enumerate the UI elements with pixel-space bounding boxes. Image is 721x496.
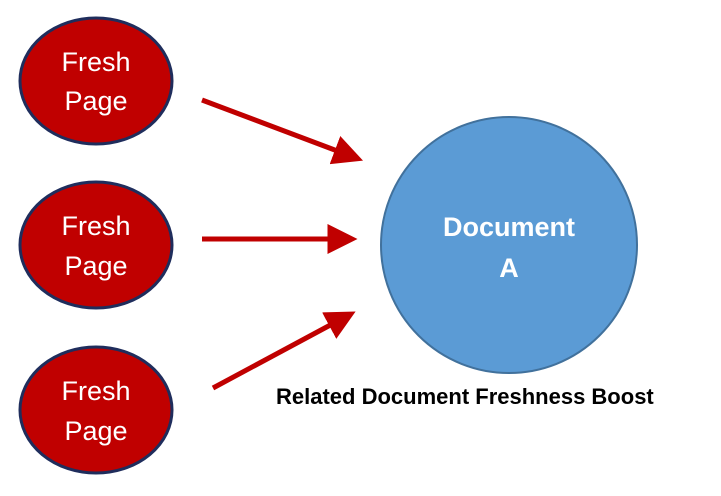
fresh-page-2-line2: Page: [64, 251, 127, 281]
fresh-page-1-line2: Page: [64, 86, 127, 116]
fresh-page-2-line1: Fresh: [61, 211, 130, 241]
fresh-page-node-1: Fresh Page: [18, 16, 174, 146]
document-label-line1: Document: [443, 212, 575, 242]
fresh-page-node-2: Fresh Page: [18, 180, 174, 310]
arrow-3: [211, 311, 356, 391]
fresh-page-1-line1: Fresh: [61, 47, 130, 77]
fresh-page-node-3: Fresh Page: [18, 345, 174, 475]
arrow-1: [201, 97, 364, 165]
fresh-page-3-line2: Page: [64, 416, 127, 446]
diagram-caption: Related Document Freshness Boost: [276, 384, 654, 409]
document-label-line2: A: [499, 253, 519, 283]
fresh-page-3-line1: Fresh: [61, 376, 130, 406]
document-a-node: Document A: [380, 116, 638, 374]
